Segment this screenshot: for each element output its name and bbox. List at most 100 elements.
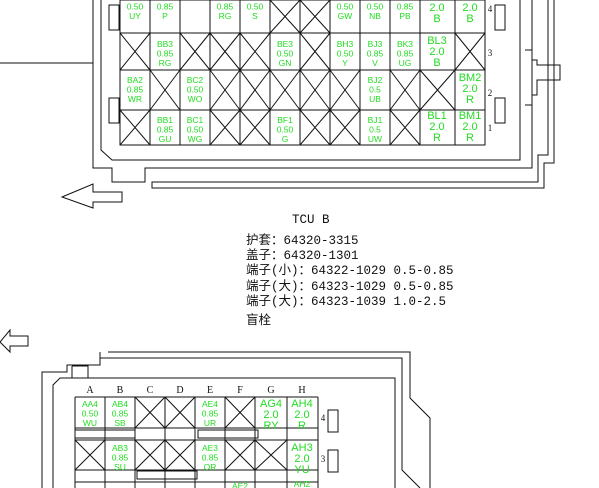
pin-code: BL4 xyxy=(427,0,447,3)
pin-gauge: 0.85 xyxy=(127,85,144,95)
pin-gauge: 0.50 xyxy=(187,85,204,95)
pin-gauge: 0.50 xyxy=(187,125,204,135)
pin-gauge: 0.50 xyxy=(367,2,384,12)
pin-color: RG xyxy=(159,58,172,68)
pin-color: SB xyxy=(114,418,126,428)
connector-a xyxy=(0,328,431,488)
spec-terminal-large-1: 端子(大)：64323-1029 0.5-0.85 xyxy=(246,280,454,294)
pin-gauge: 0.50 xyxy=(247,2,264,12)
pin-label-bd4: BD40.85P xyxy=(157,0,174,21)
pin-code: AH3 xyxy=(291,442,312,454)
pin-code: BF1 xyxy=(277,115,293,125)
spec-terminal-small: 端子(小)：64322-1029 0.5-0.85 xyxy=(246,264,454,278)
pin-code: BH4 xyxy=(337,0,354,2)
pin-gauge: 0.85 xyxy=(157,49,174,59)
pin-color: WG xyxy=(188,134,203,144)
pin-gauge: 0.85 xyxy=(397,49,414,59)
pin-color: YU xyxy=(294,464,309,476)
pin-code: BG4 xyxy=(246,0,263,2)
pin-gauge: 2.0 xyxy=(294,409,309,421)
pin-color: R xyxy=(466,94,474,106)
pin-code: AB4 xyxy=(112,399,128,409)
pin-code: BL3 xyxy=(427,35,447,47)
pin-color: OR xyxy=(204,462,217,472)
pin-code: BB3 xyxy=(157,39,173,49)
pin-code: BC4 xyxy=(127,0,144,2)
pin-color: PB xyxy=(399,11,411,21)
pin-gauge: 0.85 xyxy=(112,409,129,419)
spec-blind-plug: 盲栓 xyxy=(246,314,272,328)
pin-gauge: 0.85 xyxy=(397,2,414,12)
row-number: 3 xyxy=(321,454,326,464)
pin-color: GU xyxy=(159,134,172,144)
pin-code: BH3 xyxy=(337,39,354,49)
pin-code: BD4 xyxy=(157,0,174,2)
column-letter: B xyxy=(117,385,124,396)
pin-gauge: 0.50 xyxy=(337,49,354,59)
pin-gauge: 0.85 xyxy=(157,2,174,12)
pin-gauge: 0.85 xyxy=(202,409,219,419)
pin-gauge: 0.85 xyxy=(367,49,384,59)
pin-gauge: 0.50 xyxy=(82,409,99,419)
pin-code: AG4 xyxy=(260,398,282,410)
pin-gauge: 0.85 xyxy=(157,125,174,135)
pin-label-bm4: BM42.0B xyxy=(459,0,482,25)
pin-code: AB3 xyxy=(112,443,128,453)
pin-code: BC1 xyxy=(187,115,204,125)
connector-b-housing xyxy=(92,0,533,183)
pin-label-ah2: AH2 xyxy=(294,479,311,488)
pin-code: BF4 xyxy=(217,0,233,2)
pin-gauge: 0.5 xyxy=(369,85,381,95)
row-number: 4 xyxy=(488,4,493,14)
pin-code: BK3 xyxy=(397,39,413,49)
pin-gauge: 2.0 xyxy=(263,409,278,421)
pin-code: BC2 xyxy=(187,75,204,85)
pin-code: BL1 xyxy=(427,110,447,122)
connector-a-housing xyxy=(41,357,421,488)
connector-b xyxy=(0,0,561,209)
blind-plugs-a xyxy=(74,396,288,471)
pin-color: B xyxy=(466,13,473,25)
pin-label-ae2: AE2 xyxy=(232,481,248,488)
column-letter: E xyxy=(207,385,213,396)
connector-a-lever xyxy=(108,351,431,488)
spec-terminal-large-2: 端子(大)：64323-1039 1.0-2.5 xyxy=(246,295,447,309)
row-number: 2 xyxy=(488,88,493,98)
pin-color: P xyxy=(162,11,168,21)
pin-color: V xyxy=(372,58,378,68)
pin-gauge: 0.85 xyxy=(112,453,129,463)
pin-gauge: 0.50 xyxy=(127,2,144,12)
pin-gauge: 2.0 xyxy=(462,2,477,14)
connector-a-inner-housing xyxy=(52,377,396,488)
pin-code: AE3 xyxy=(202,443,218,453)
pin-color: GN xyxy=(279,58,292,68)
arrow-left-icon-a xyxy=(0,328,29,354)
pin-color: Y xyxy=(342,58,348,68)
column-letter: A xyxy=(86,385,94,396)
pin-code: AA4 xyxy=(82,399,98,409)
pin-gauge: 2.0 xyxy=(429,46,444,58)
pin-code: AE2 xyxy=(232,481,248,488)
pin-code: BJ2 xyxy=(368,75,383,85)
pin-code: BJ4 xyxy=(368,0,383,2)
